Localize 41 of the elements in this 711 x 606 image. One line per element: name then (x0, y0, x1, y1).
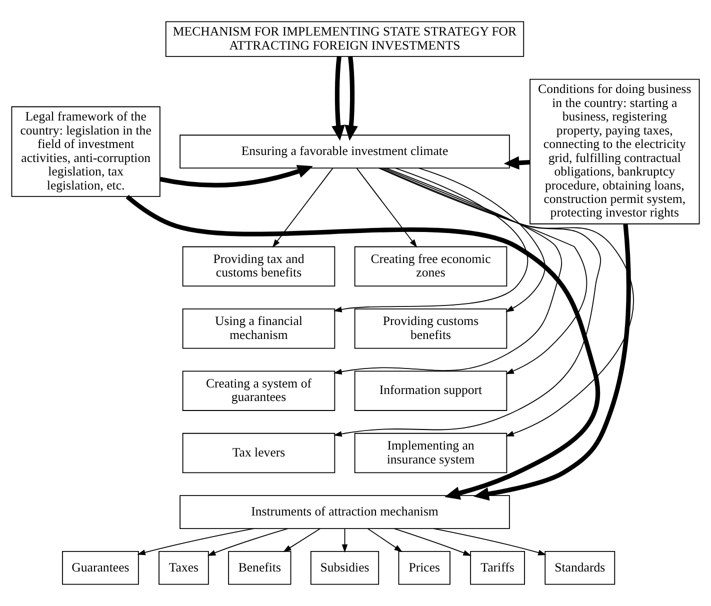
node-box: Subsidies (310, 550, 380, 585)
arrow (356, 168, 418, 248)
node-box: Providing tax and customs benefits (182, 246, 336, 287)
arrow (474, 224, 631, 501)
node-box: Prices (398, 550, 450, 585)
arrow (433, 528, 546, 556)
node-box: Creating free economic zones (354, 246, 508, 287)
arrow (418, 168, 546, 312)
arrow (334, 168, 562, 375)
arrow (137, 528, 254, 556)
arrow (378, 168, 634, 436)
node-box: MECHANISM FOR IMPLEMENTING STATE STRATEGY FOR ATTRACTING FOREIGN INVESTMENTS (165, 21, 524, 57)
arrow (382, 168, 588, 374)
node-box: Legal framework of the country: legislation in the field of investment activities, anti-corruption legislation, tax legislation, etc. (11, 106, 160, 197)
arrow (394, 528, 472, 556)
arrow (342, 528, 348, 553)
arrow (207, 528, 288, 556)
node-box: Standards (544, 550, 616, 585)
node-box: Instruments of attraction mechanism (180, 495, 510, 529)
node-box: Taxes (158, 550, 209, 585)
arrow (344, 56, 358, 141)
arrow (126, 194, 600, 500)
node-box: Providing customs benefits (354, 308, 508, 349)
arrow (272, 168, 334, 248)
node-box: Tax levers (182, 432, 336, 474)
node-box: Using a financial mechanism (182, 308, 336, 349)
arrow (334, 168, 602, 437)
node-box: Ensuring a favorable investment climate (180, 134, 510, 168)
node-box: Guarantees (62, 550, 139, 585)
arrow (334, 168, 528, 312)
node-box: Information support (354, 370, 508, 411)
arrow (160, 165, 313, 188)
node-box: Conditions for doing business in the country: starting a business, registering property, paying taxes, connecting to the electricity grid, fulfilling contractual obligations, bankruptcy procedure, obtaining loans, construction permit system, protecting investor rights (530, 78, 700, 224)
arrow (504, 156, 530, 170)
node-box: Implementing an insurance system (354, 432, 508, 474)
arrow (283, 528, 321, 552)
arrow (332, 56, 345, 141)
node-box: Creating a system of guarantees (182, 370, 336, 411)
arrow (367, 528, 403, 552)
node-box: Tariffs (470, 550, 525, 585)
node-box: Benefits (228, 550, 292, 585)
